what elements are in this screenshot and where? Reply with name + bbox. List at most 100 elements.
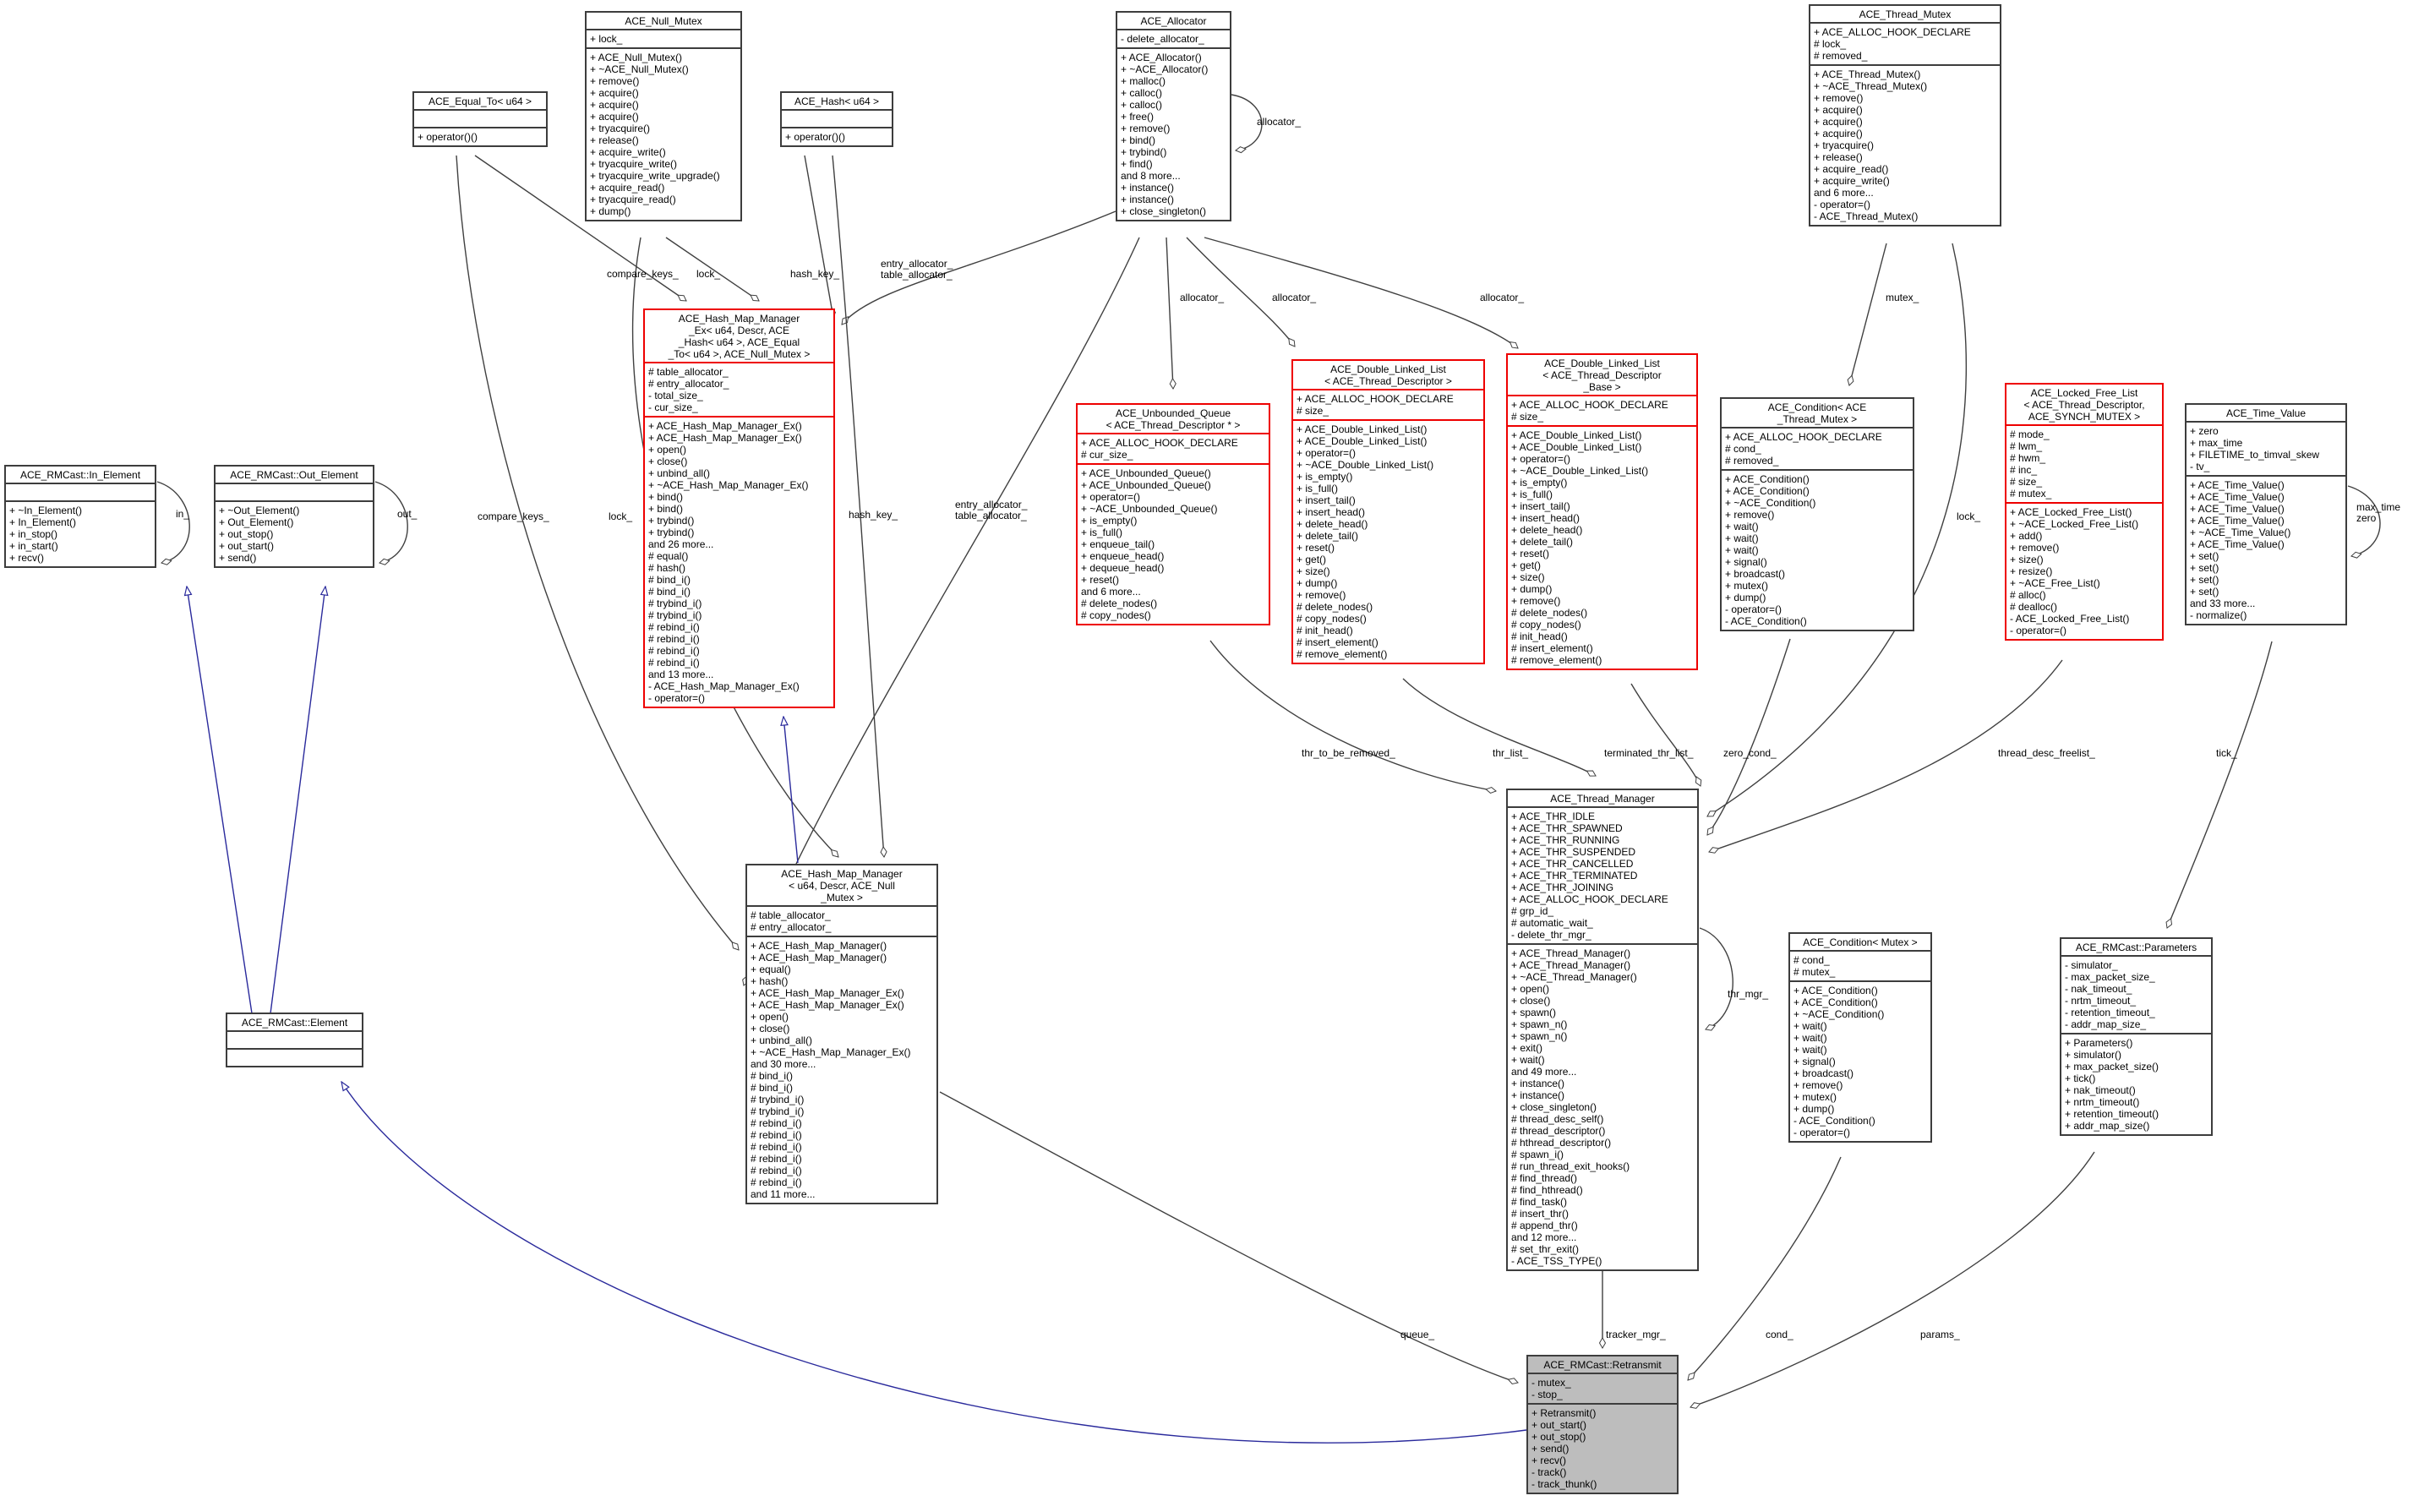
class-attribute: - delete_allocator_ [1121,33,1204,45]
edge-label: thr_to_be_removed_ [1302,747,1395,759]
class-title-line: ACE_RMCast::Out_Element [230,469,358,481]
class-method: + ACE_Hash_Map_Manager() [751,952,887,963]
class-method: + close() [1511,995,1551,1007]
class-method: + open() [648,444,687,456]
class-methods-section: + operator()() [782,127,892,145]
edge-cond [1687,1156,1842,1381]
class-method: # alloc() [2010,589,2046,601]
class-methods-section [227,1048,362,1066]
class-method: - ACE_TSS_TYPE() [1511,1255,1602,1267]
class-method: + ~ACE_Double_Linked_List() [1511,465,1649,477]
class-equal-to[interactable]: ACE_Equal_To< u64 >+ operator()() [412,91,548,147]
class-method: + find() [1121,158,1153,170]
class-method: - ACE_Thread_Mutex() [1814,210,1919,222]
class-allocator[interactable]: ACE_Allocator- delete_allocator_+ ACE_Al… [1116,11,1231,221]
class-attribute: + ACE_ALLOC_HOOK_DECLARE [1511,399,1668,411]
edge-thread-desc-freelist [1708,659,2063,854]
class-method: + ACE_Double_Linked_List() [1511,441,1642,453]
class-method: + nak_timeout() [2065,1084,2136,1096]
class-title-line: ACE_Locked_Free_List [2030,387,2138,399]
class-retransmit[interactable]: ACE_RMCast::Retransmit- mutex_- stop_+ R… [1526,1355,1679,1494]
edge-inherit-element-in [187,587,253,1014]
edge-label: allocator_ [1480,292,1525,303]
class-method: # remove_element() [1511,654,1602,666]
class-method: + get() [1511,559,1542,571]
edge-label: allocator_ [1272,292,1317,303]
class-method: + reset() [1511,548,1550,559]
class-parameters[interactable]: ACE_RMCast::Parameters- simulator_- max_… [2060,937,2213,1136]
class-condition-thread-mutex[interactable]: ACE_Condition< ACE_Thread_Mutex >+ ACE_A… [1720,397,1914,631]
class-title: ACE_Hash_Map_Manager< u64, Descr, ACE_Nu… [747,865,936,905]
class-method: + operator=() [1297,447,1357,459]
class-method: + release() [590,134,639,146]
class-title-line: _Base > [1583,381,1621,393]
class-method: + wait() [1725,544,1759,556]
class-unbounded-queue[interactable]: ACE_Unbounded_Queue< ACE_Thread_Descript… [1076,403,1270,625]
class-hash[interactable]: ACE_Hash< u64 > + operator()() [780,91,893,147]
class-in-element[interactable]: ACE_RMCast::In_Element+ ~In_Element()+ I… [4,465,156,568]
class-dll-thread-descriptor[interactable]: ACE_Double_Linked_List< ACE_Thread_Descr… [1291,359,1485,664]
class-title-line: ACE_RMCast::In_Element [19,469,141,481]
class-method: + is_full() [1081,527,1123,538]
class-method: + tryacquire() [590,123,651,134]
class-title-line: ACE_Hash< u64 > [794,96,880,107]
class-title: ACE_RMCast::Retransmit [1528,1356,1677,1373]
class-thread-manager[interactable]: ACE_Thread_Manager+ ACE_THR_IDLE+ ACE_TH… [1506,789,1699,1271]
class-method: and 33 more... [2190,598,2256,609]
class-method: # insert_thr() [1511,1208,1570,1220]
class-dll-thread-descriptor-base[interactable]: ACE_Double_Linked_List< ACE_Thread_Descr… [1506,353,1698,670]
edge-allocator-dll1 [1186,237,1296,347]
class-method: # find_hthread() [1511,1184,1583,1196]
class-method: + get() [1297,554,1327,565]
class-hash-map-manager-ex[interactable]: ACE_Hash_Map_Manager_Ex< u64, Descr, ACE… [643,308,835,708]
class-method: # rebind_i() [751,1176,802,1188]
class-method: + delete_tail() [1511,536,1574,548]
class-method: + delete_tail() [1297,530,1359,542]
class-method: + acquire() [590,99,639,111]
class-method: + ACE_Time_Value() [2190,538,2285,550]
class-title: ACE_Time_Value [2187,405,2345,421]
class-methods-section: + ACE_Null_Mutex()+ ~ACE_Null_Mutex()+ r… [587,47,740,220]
class-method: + size() [2010,554,2044,565]
class-method: + wait() [1793,1032,1827,1044]
class-attributes-section: + ACE_ALLOC_HOOK_DECLARE# size_ [1293,389,1483,419]
class-method: + ACE_Condition() [1725,473,1810,485]
class-attributes-section: # table_allocator_# entry_allocator_- to… [645,362,833,416]
class-attribute: # automatic_wait_ [1511,917,1593,929]
class-method: # hthread_descriptor() [1511,1137,1612,1149]
class-method: # rebind_i() [751,1153,802,1165]
class-method: + tryacquire_write() [590,158,678,170]
class-method: + reset() [1081,574,1120,586]
class-title-line: ACE_Unbounded_Queue [1115,407,1231,419]
class-method: + ACE_Double_Linked_List() [1511,429,1642,441]
class-attribute: + ACE_THR_CANCELLED [1511,858,1634,870]
class-method: + bind() [1121,134,1156,146]
class-methods-section: + ACE_Allocator()+ ~ACE_Allocator()+ mal… [1117,47,1230,220]
class-thread-mutex[interactable]: ACE_Thread_Mutex+ ACE_ALLOC_HOOK_DECLARE… [1809,4,2001,227]
class-title-line: ACE_RMCast::Element [241,1017,348,1029]
class-attribute: # lwm_ [2010,440,2043,452]
edge-label: out_ [397,508,418,520]
class-title-line: ACE_Null_Mutex [625,15,702,27]
class-method: + acquire() [1814,116,1863,128]
class-methods-section: + ACE_Condition()+ ACE_Condition()+ ~ACE… [1722,469,1913,630]
class-attribute: + zero [2190,425,2219,437]
class-method: + unbind_all() [751,1034,813,1046]
class-method: and 11 more... [751,1188,816,1200]
class-locked-free-list[interactable]: ACE_Locked_Free_List< ACE_Thread_Descrip… [2005,383,2164,641]
class-methods-section: + ACE_Double_Linked_List()+ ACE_Double_L… [1293,419,1483,663]
class-method: + dump() [1511,583,1553,595]
class-attributes-section [782,109,892,127]
class-element[interactable]: ACE_RMCast::Element [226,1013,363,1067]
edge-label: lock_ [1957,510,1981,522]
class-out-element[interactable]: ACE_RMCast::Out_Element+ ~Out_Element()+… [214,465,374,568]
class-title-line: < ACE_Thread_Descriptor, [2023,399,2145,411]
class-time-value[interactable]: ACE_Time_Value+ zero+ max_time+ FILETIME… [2185,403,2347,625]
class-method: + ~ACE_Time_Value() [2190,527,2291,538]
class-methods-section: + Retransmit()+ out_start()+ out_stop()+… [1528,1403,1677,1493]
class-method: - track_thunk() [1531,1478,1597,1490]
class-hash-map-manager[interactable]: ACE_Hash_Map_Manager< u64, Descr, ACE_Nu… [745,864,938,1204]
class-method: + delete_head() [1297,518,1368,530]
class-condition-mutex[interactable]: ACE_Condition< Mutex ># cond_# mutex_+ A… [1788,932,1932,1143]
class-null-mutex[interactable]: ACE_Null_Mutex+ lock_+ ACE_Null_Mutex()+… [585,11,742,221]
